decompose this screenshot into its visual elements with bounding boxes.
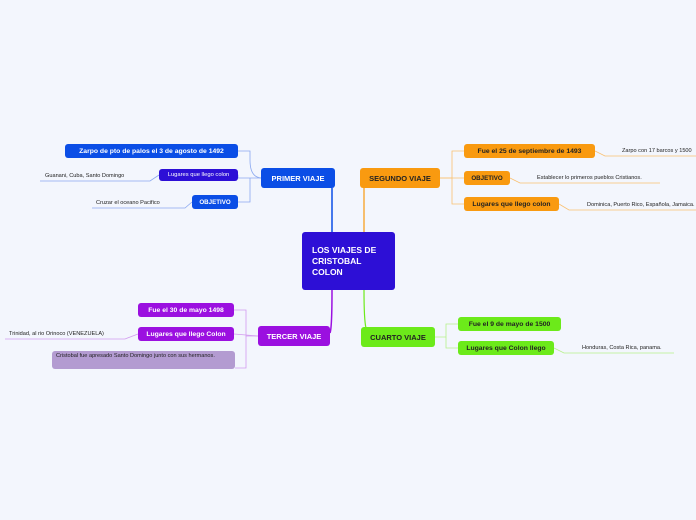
tercer-item-lugares[interactable]: Lugares que llego Colon: [138, 327, 234, 341]
primer-item-lugares[interactable]: Lugares que llego colon: [159, 169, 238, 181]
branch-tercer-viaje[interactable]: TERCER VIAJE: [258, 326, 330, 346]
segundo-item-objetivo[interactable]: OBJETIVO: [464, 171, 510, 185]
branch-primer-viaje[interactable]: PRIMER VIAJE: [261, 168, 335, 188]
branch-segundo-viaje[interactable]: SEGUNDO VIAJE: [360, 168, 440, 188]
primer-item-objetivo[interactable]: OBJETIVO: [192, 195, 238, 209]
cuarto-item-fecha[interactable]: Fue el 9 de mayo de 1500: [458, 317, 561, 331]
tercer-item-apresado[interactable]: Cristobal fue apresado Santo Domingo jun…: [52, 351, 235, 369]
segundo-detail-lugares: Dominica, Puerto Rico, Española, Jamaica…: [587, 202, 695, 208]
primer-detail-lugares: Guanani, Cuba, Santo Domingo: [45, 173, 125, 179]
central-topic[interactable]: LOS VIAJES DE CRISTOBAL COLON: [302, 232, 395, 290]
segundo-item-fecha[interactable]: Fue el 25 de septiembre de 1493: [464, 144, 595, 158]
segundo-detail-objetivo: Establecer lo primeros pueblos Cristiano…: [537, 175, 642, 181]
tercer-item-fecha[interactable]: Fue el 30 de mayo 1498: [138, 303, 234, 317]
branch-cuarto-viaje[interactable]: CUARTO VIAJE: [361, 327, 435, 347]
segundo-item-lugares[interactable]: Lugares que llego colon: [464, 197, 559, 211]
segundo-detail-fecha: Zarpo con 17 barcos y 1500: [622, 148, 692, 154]
cuarto-item-lugares[interactable]: Lugares que Colon llego: [458, 341, 554, 355]
cuarto-detail-lugares: Honduras, Costa Rica, panama.: [582, 345, 662, 351]
tercer-detail-lugares: Trinidad, al rio Orinoco (VENEZUELA): [9, 331, 104, 337]
primer-detail-objetivo: Cruzar el oceano Pacifico: [96, 200, 160, 206]
primer-item-zarpo[interactable]: Zarpo de pto de palos el 3 de agosto de …: [65, 144, 238, 158]
